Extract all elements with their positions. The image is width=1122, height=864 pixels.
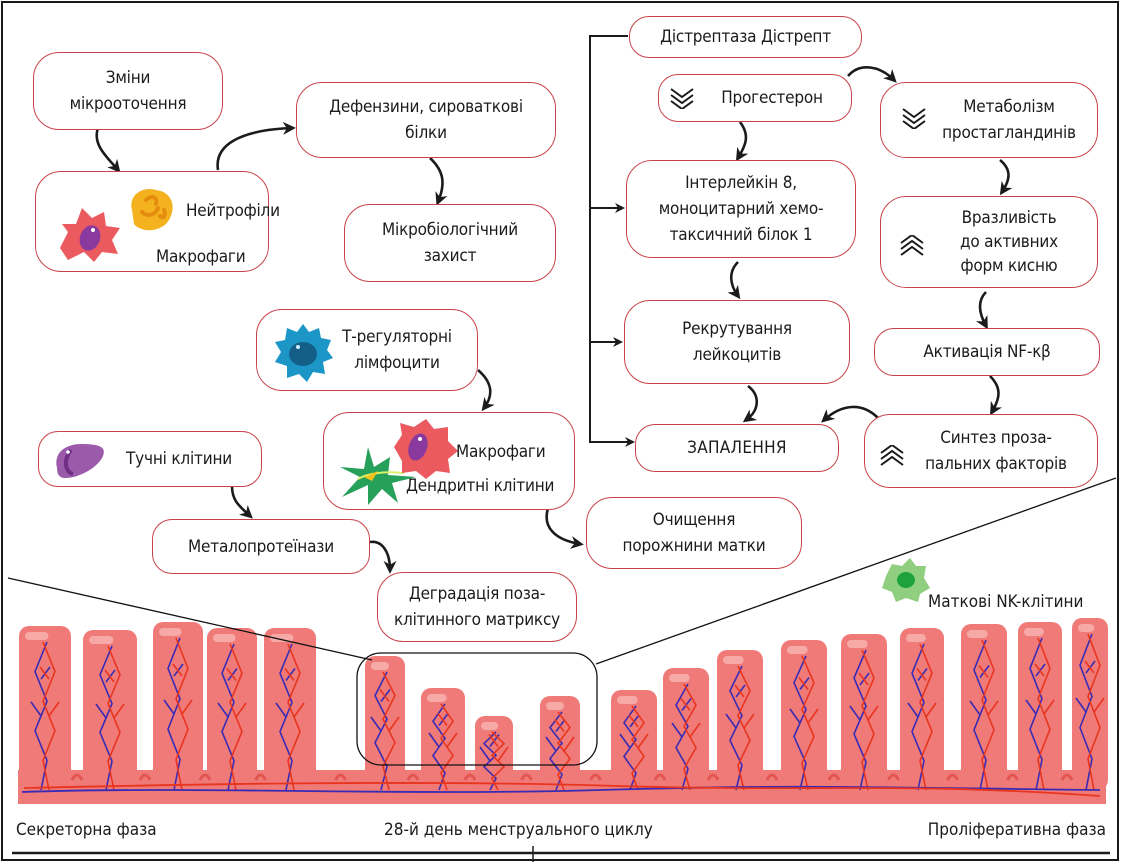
increase-indicator-icon <box>880 445 904 466</box>
node-defensins-text: Дефензини, сироваткові білки <box>329 97 523 143</box>
macrophage-cell-icon <box>60 208 120 262</box>
node-treg: Т-регуляторні лімфоцити <box>256 309 478 391</box>
node-uterine-cleaning: Очищення порожнини матки <box>586 497 802 569</box>
decrease-indicator-icon <box>670 88 694 109</box>
node-proinflammatory-synthesis-text: Синтез проза- пальних факторів <box>925 428 1067 474</box>
timeline-label-secretory: Секреторна фаза <box>16 820 157 840</box>
node-mast-cells-text: Тучні клітини <box>126 449 232 469</box>
node-ecm-degradation: Деградація поза- клітинного матриксу <box>377 572 577 642</box>
node-distreptase-text: Дістрептаза Дістрепт <box>660 27 831 47</box>
node-nfkb-activation-text: Активація NF-κβ <box>923 342 1051 362</box>
label-dendritic: Дендритні клітини <box>406 476 555 496</box>
node-metalloproteinases: Металопротеїнази <box>152 519 370 574</box>
node-progesterone-text: Прогестерон <box>721 88 823 108</box>
node-il8-text: Інтерлейкін 8, моноцитарний хемо- таксич… <box>658 173 824 245</box>
node-ecm-degradation-text: Деградація поза- клітинного матриксу <box>393 584 561 630</box>
nk-cell-icon <box>882 558 930 602</box>
node-leukocyte-recruitment-text: Рекрутування лейкоцитів <box>682 319 792 365</box>
node-ros-vulnerability: Вразливість до активних форм кисню <box>880 196 1098 288</box>
node-prostaglandin-metabolism-text: Метаболізм простагландинів <box>942 97 1076 143</box>
treg-cell-icon <box>275 324 333 382</box>
neutrophil-cell-icon <box>131 188 173 231</box>
node-macrophages-dendritic: Макрофаги Дендритні клітини <box>323 412 575 510</box>
node-metalloproteinases-text: Металопротеїнази <box>188 536 334 557</box>
node-il8: Інтерлейкін 8, моноцитарний хемо- таксич… <box>626 160 856 258</box>
dendritic-cell-icon <box>340 447 416 505</box>
node-progesterone: Прогестерон <box>658 74 852 122</box>
node-treg-text: Т-регуляторні лімфоцити <box>342 327 452 373</box>
label-neutrophils: Нейтрофіли <box>186 201 280 221</box>
increase-indicator-icon <box>900 235 924 256</box>
node-inflammation: ЗАПАЛЕННЯ <box>635 424 839 472</box>
timeline-label-proliferative: Проліферативна фаза <box>927 820 1106 840</box>
node-proinflammatory-synthesis: Синтез проза- пальних факторів <box>864 414 1098 488</box>
node-microenvironment: Зміни мікрооточення <box>33 52 223 130</box>
label-nk-cells: Маткові NK-клітини <box>928 592 1084 612</box>
node-neutrophils-macrophages: Нейтрофіли Макрофаги <box>35 171 280 272</box>
decrease-indicator-icon <box>902 108 926 129</box>
mast-cell-icon <box>56 444 104 478</box>
node-defensins: Дефензини, сироваткові білки <box>296 82 556 158</box>
node-microbiological-defense: Мікробіологічний захист <box>344 204 556 282</box>
label-macrophages-2: Макрофаги <box>456 442 546 462</box>
timeline-label-day28: 28-й день менструального циклу <box>384 820 653 840</box>
label-macrophages: Макрофаги <box>156 247 246 267</box>
node-nfkb-activation: Активація NF-κβ <box>874 328 1100 376</box>
node-inflammation-text: ЗАПАЛЕННЯ <box>687 438 787 458</box>
node-microbiological-defense-text: Мікробіологічний захист <box>382 220 518 266</box>
node-microenvironment-text: Зміни мікрооточення <box>69 68 187 114</box>
node-ros-vulnerability-text: Вразливість до активних форм кисню <box>959 208 1059 276</box>
node-mast-cells: Тучні клітини <box>38 431 262 487</box>
node-distreptase: Дістрептаза Дістрепт <box>629 16 862 58</box>
node-uterine-cleaning-text: Очищення порожнини матки <box>622 510 766 556</box>
macrophage-cell-icon <box>394 419 458 479</box>
node-leukocyte-recruitment: Рекрутування лейкоцитів <box>624 300 850 384</box>
node-prostaglandin-metabolism: Метаболізм простагландинів <box>880 82 1098 158</box>
